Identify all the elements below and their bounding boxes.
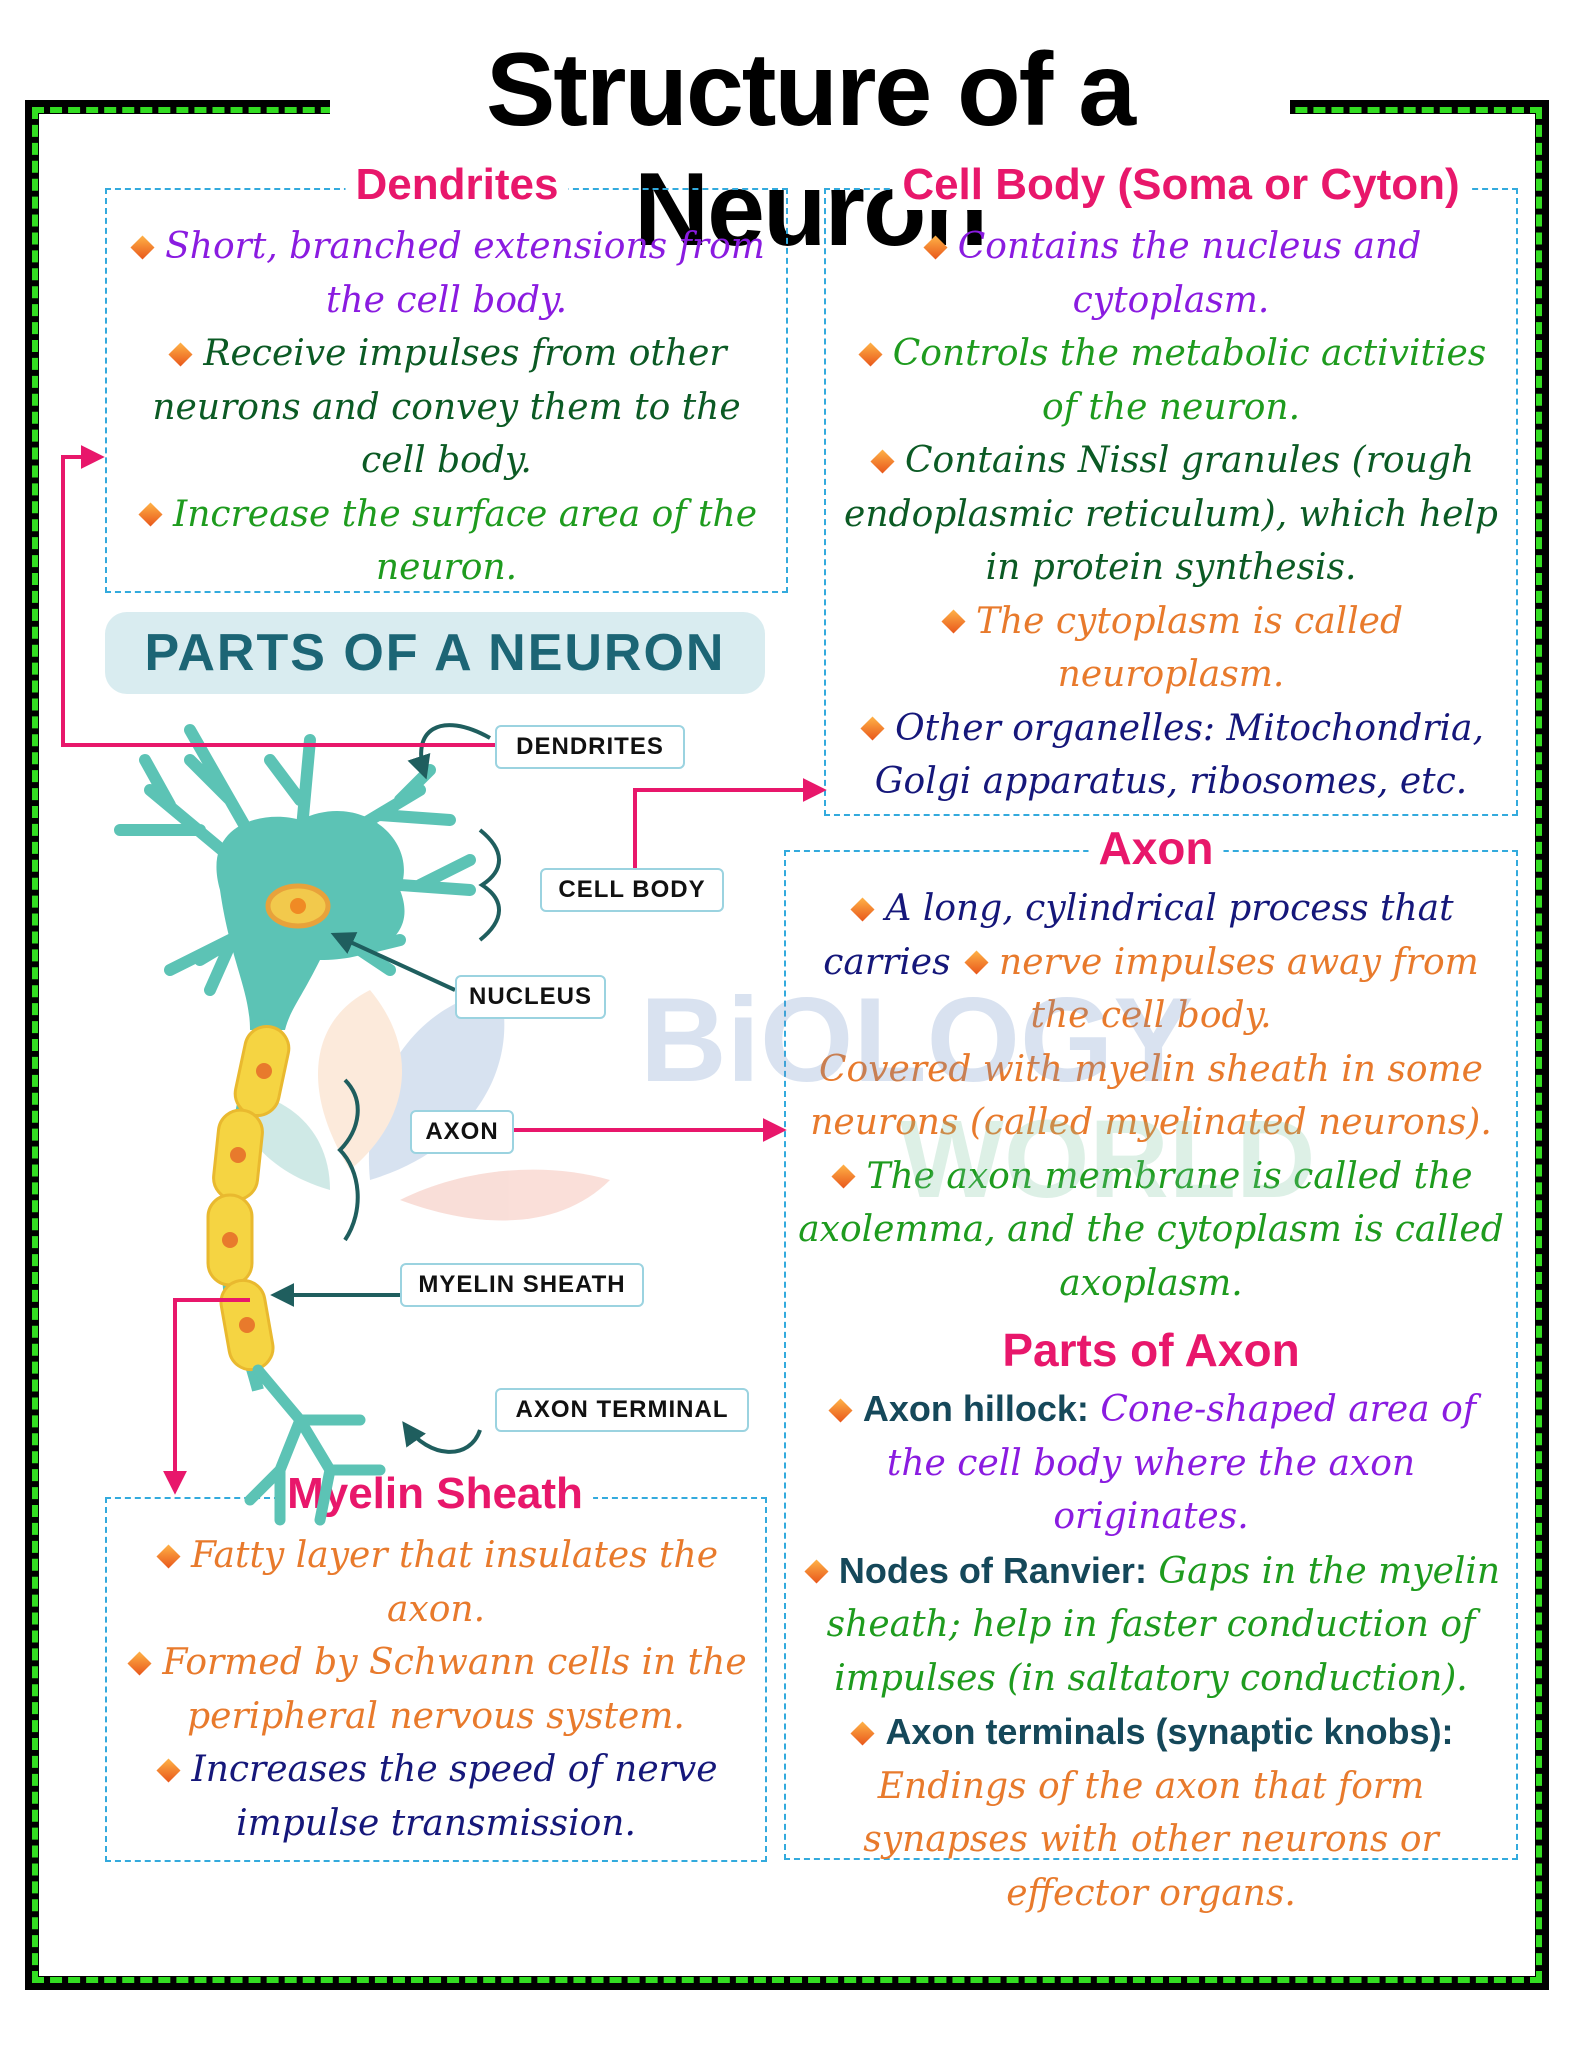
cell-body-point-5: Other organelles: Mitochondria, Golgi ap…: [836, 702, 1506, 809]
axon-point-1: A long, cylindrical process that carries…: [823, 888, 1479, 1036]
myelin-point-2: Formed by Schwann cells in the periphera…: [117, 1636, 755, 1743]
label-myelin-sheath: MYELIN SHEATH: [400, 1263, 644, 1307]
diamond-bullet-icon: [831, 1164, 856, 1189]
axon-point-3: The axon membrane is called the axolemma…: [798, 1155, 1504, 1304]
myelin-point-3: Increases the speed of nerve impulse tra…: [117, 1743, 755, 1850]
label-cell-body: CELL BODY: [540, 868, 724, 912]
diamond-bullet-icon: [923, 234, 948, 260]
diamond-bullet-icon: [860, 716, 885, 741]
axon-part-2: Nodes of Ranvier: Gaps in the myelin she…: [794, 1544, 1508, 1706]
label-axon-terminal: AXON TERMINAL: [495, 1388, 749, 1432]
diamond-bullet-icon: [168, 341, 193, 367]
axon-part-3: Axon terminals (synaptic knobs): Endings…: [794, 1705, 1508, 1920]
dendrites-point-2: Receive impulses from other neurons and …: [152, 333, 741, 481]
axon-point-2: Covered with myelin sheath in some neuro…: [810, 1048, 1492, 1144]
cell-body-point-3: Contains Nissl granules (rough endoplasm…: [844, 440, 1498, 588]
diamond-bullet-icon: [858, 341, 883, 367]
axon-part-1: Axon hillock: Cone-shaped area of the ce…: [794, 1382, 1508, 1544]
watermark-line-2: WORLD: [900, 1098, 1316, 1221]
parts-of-neuron-label: PARTS OF A NEURON: [105, 612, 765, 694]
myelin-box: Myelin Sheath Fatty layer that insulates…: [105, 1469, 767, 1862]
parts-of-axon-heading: Parts of Axon: [1002, 1324, 1300, 1376]
label-dendrites: DENDRITES: [495, 725, 685, 769]
axon-heading: Axon: [1088, 822, 1224, 874]
diamond-bullet-icon: [138, 502, 163, 527]
myelin-point-1: Fatty layer that insulates the axon.: [117, 1529, 755, 1636]
dendrites-point-3: Increase the surface area of the neuron.: [117, 488, 776, 595]
cell-body-box: Cell Body (Soma or Cyton) Contains the n…: [824, 160, 1518, 816]
diamond-bullet-icon: [850, 896, 875, 922]
diamond-bullet-icon: [828, 1397, 853, 1423]
cell-body-point-2: Controls the metabolic activities of the…: [836, 327, 1506, 434]
diamond-bullet-icon: [964, 950, 989, 975]
diamond-bullet-icon: [156, 1543, 181, 1569]
diamond-bullet-icon: [850, 1720, 875, 1746]
label-axon: AXON: [410, 1110, 514, 1154]
diamond-bullet-icon: [870, 448, 895, 474]
axon-box: Axon A long, cylindrical process that ca…: [784, 822, 1518, 1914]
watermark-line-1: BiOLOGY: [640, 973, 1194, 1107]
dendrites-box: Dendrites Short, branched extensions fro…: [105, 160, 788, 595]
label-nucleus: NUCLEUS: [455, 975, 606, 1019]
diamond-bullet-icon: [941, 609, 966, 634]
diamond-bullet-icon: [804, 1559, 829, 1584]
cell-body-point-1: Contains the nucleus and cytoplasm.: [836, 220, 1506, 327]
diamond-bullet-icon: [156, 1757, 181, 1783]
dendrites-point-1: Short, branched extensions from the cell…: [117, 220, 776, 327]
page-title: Structure of a Neuron: [330, 30, 1290, 268]
diamond-bullet-icon: [127, 1650, 152, 1676]
diamond-bullet-icon: [130, 234, 155, 260]
dendrites-heading: Dendrites: [345, 160, 569, 210]
myelin-heading: Myelin Sheath: [277, 1469, 593, 1519]
cell-body-heading: Cell Body (Soma or Cyton): [892, 160, 1470, 210]
cell-body-point-4: The cytoplasm is called neuroplasm.: [836, 595, 1506, 702]
